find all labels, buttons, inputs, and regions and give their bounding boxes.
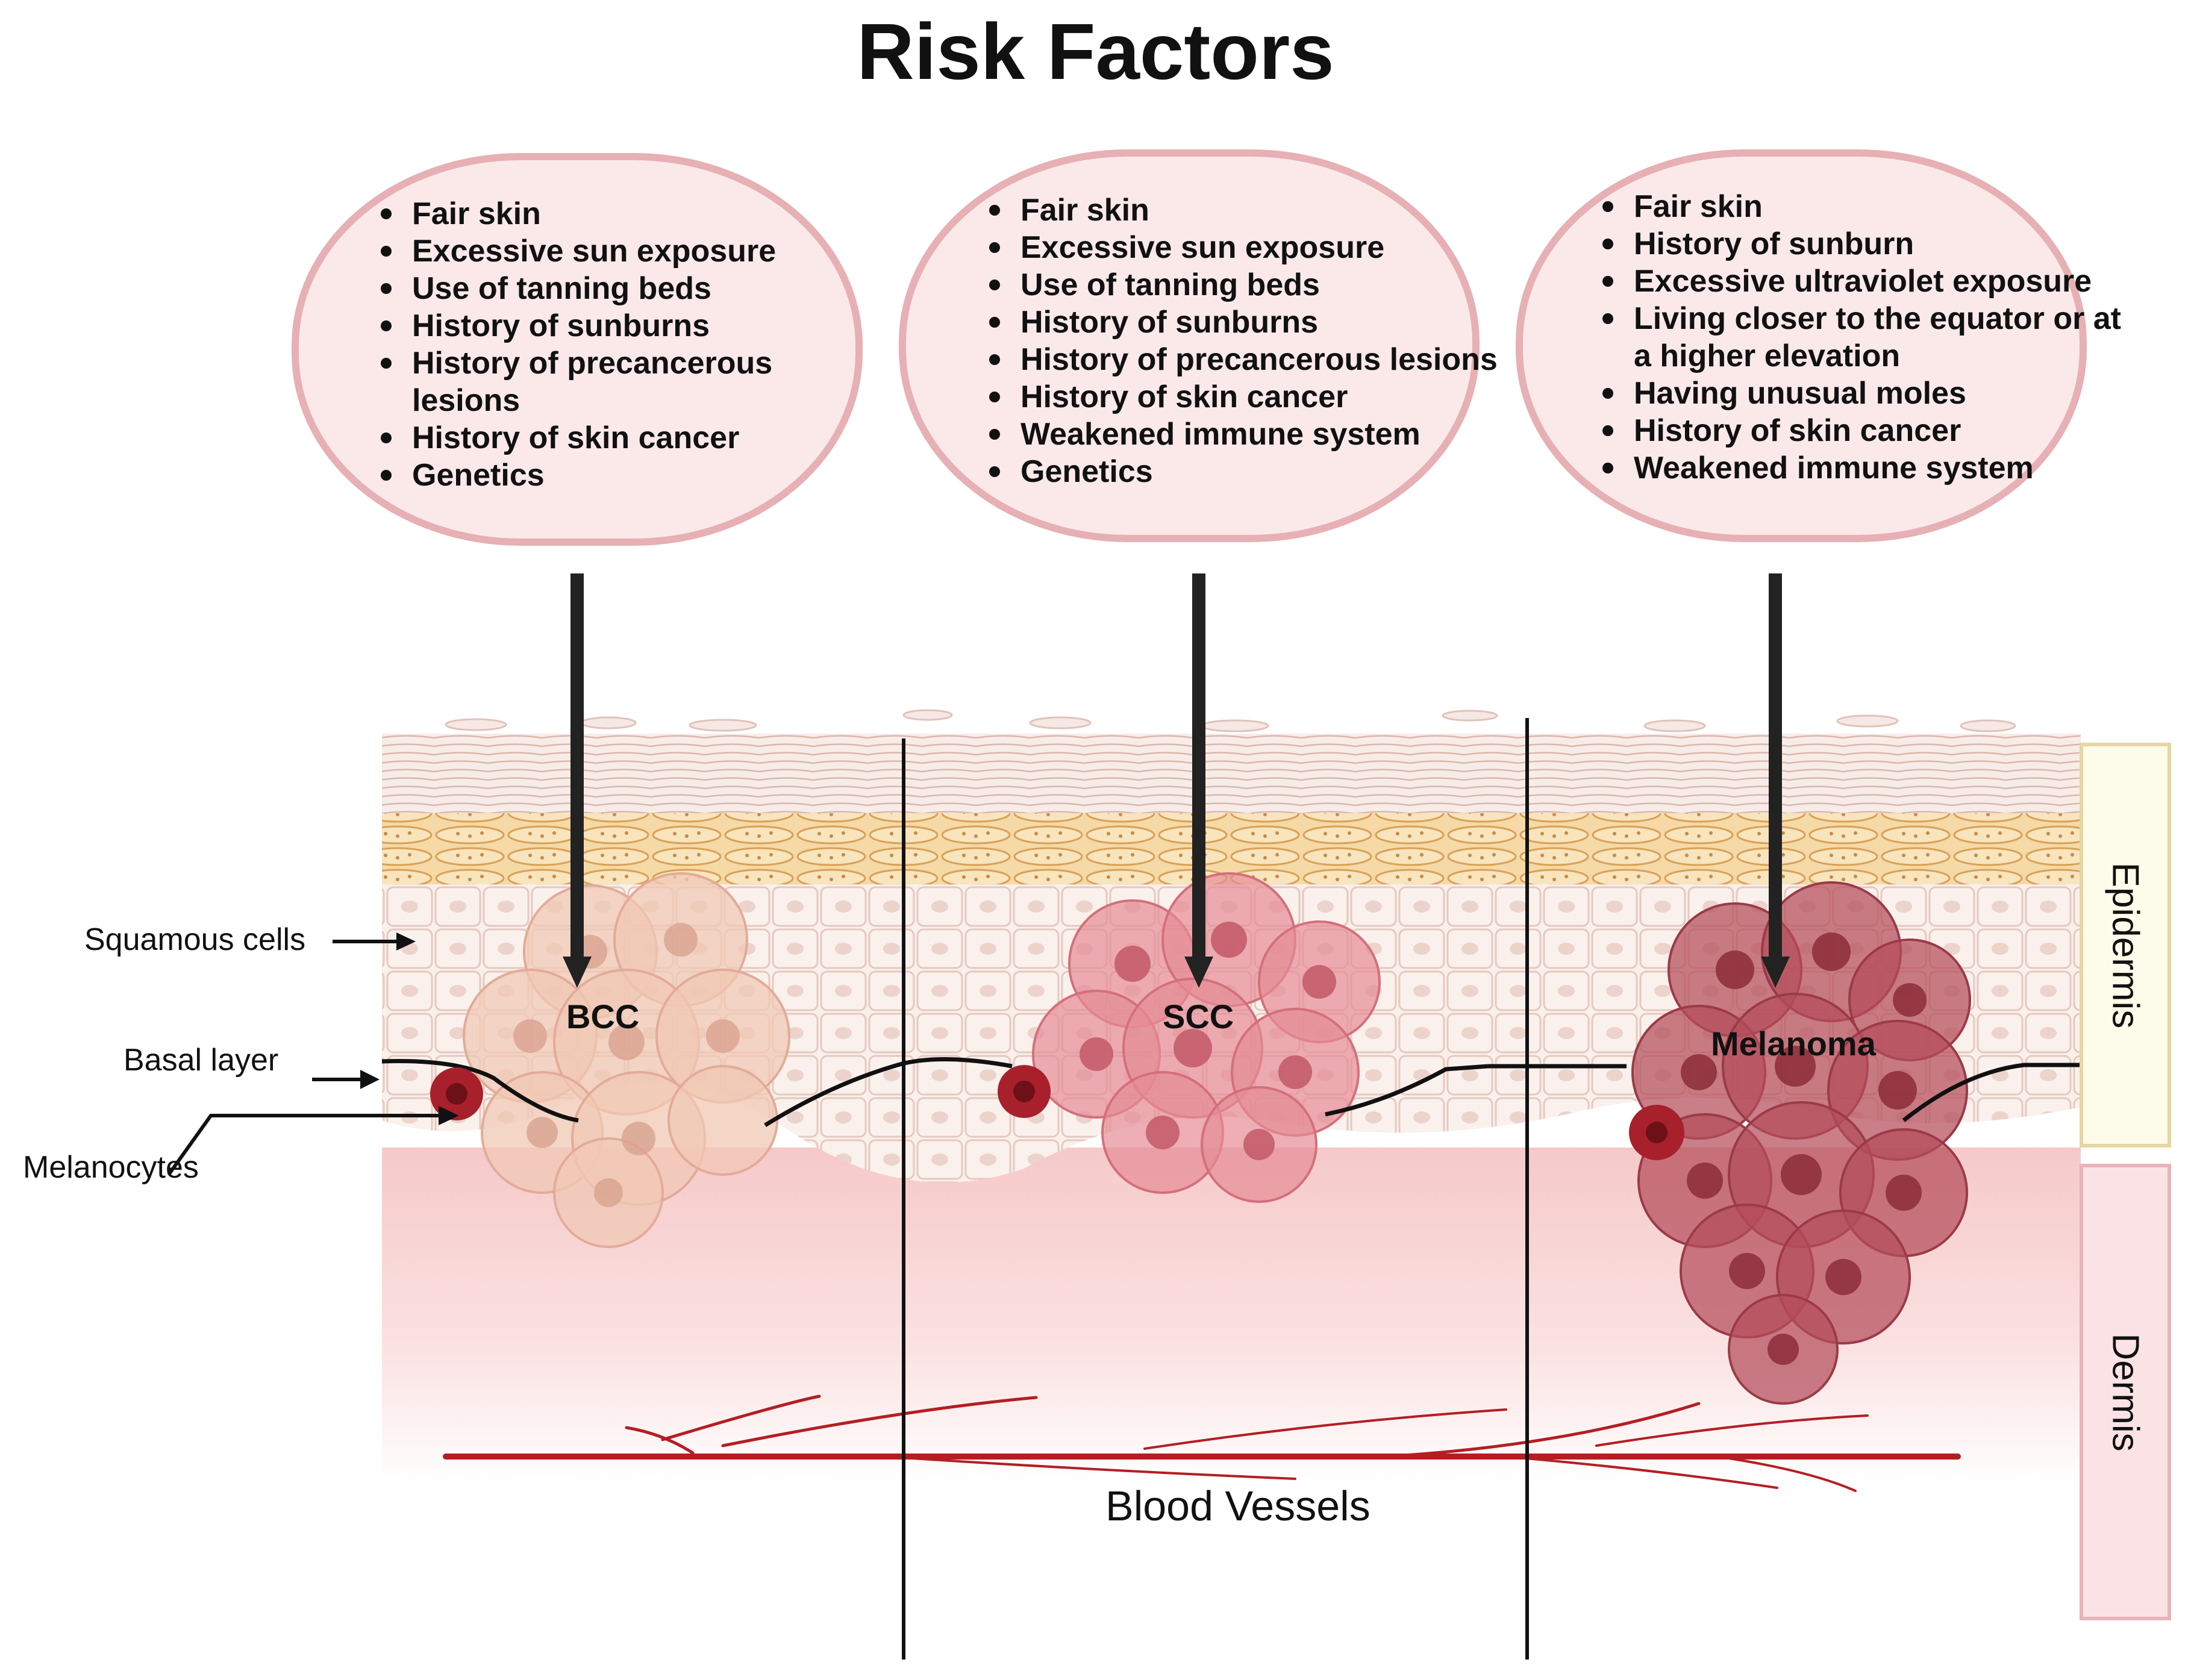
risk-item: Fair skin <box>381 195 882 233</box>
blood-vessels <box>443 1394 1961 1492</box>
risk-item: Excessive ultraviolet exposure <box>1602 263 2122 300</box>
stratum-corneum <box>382 734 2081 813</box>
risk-item: Living closer to the equator or at a hig… <box>1602 301 2121 373</box>
label-arrows <box>167 932 459 1176</box>
risk-item: Weakened immune system <box>989 416 1502 453</box>
epidermis-label: Epidermis <box>2104 862 2146 1028</box>
risk-item: Use of tanning beds <box>381 270 882 307</box>
blood-vessels-label: Blood Vessels <box>1105 1482 1371 1529</box>
melanocytes <box>430 1065 1684 1160</box>
basal-layer-line <box>381 1057 2081 1127</box>
melanocytes-label: Melanocytes <box>23 1150 199 1185</box>
risk-item: History of sunburns <box>989 304 1502 341</box>
risk-item: Excessive sun exposure <box>989 229 1502 266</box>
risk-item: History of precancerous lesions <box>989 341 1502 378</box>
risk-item: Genetics <box>989 453 1502 490</box>
epidermis-box: Epidermis <box>2080 743 2171 1148</box>
risk-item: Weakened immune system <box>1602 449 2122 487</box>
diagram-title: Risk Factors <box>857 7 1334 96</box>
risk-item: History of skin cancer <box>989 378 1502 416</box>
risk-item: Use of tanning beds <box>989 266 1502 304</box>
scc-label: SCC <box>1163 998 1234 1035</box>
risk-item: Excessive sun exposure <box>381 233 882 270</box>
basal-layer-label: Basal layer <box>123 1043 279 1078</box>
bcc-label: BCC <box>566 998 640 1035</box>
dermis-label: Dermis <box>2104 1332 2146 1452</box>
melanoma-label: Melanoma <box>1711 1025 1876 1063</box>
risk-item: Fair skin <box>1602 188 2122 225</box>
risk-item: History of sunburn <box>1602 225 2122 263</box>
risk-item: History of precancerous lesions <box>381 345 882 419</box>
risk-item: History of sunburns <box>381 307 882 345</box>
risk-item: Genetics <box>381 457 882 494</box>
risk-item: Having unusual moles <box>1602 375 2122 412</box>
risk-arrows <box>563 573 1790 988</box>
risk-item: History of skin cancer <box>381 419 882 457</box>
squamous-cells-label: Squamous cells <box>84 922 306 957</box>
risk-item: Fair skin <box>989 192 1502 229</box>
dermis-box: Dermis <box>2080 1164 2171 1620</box>
risk-item: History of skin cancer <box>1602 412 2122 449</box>
